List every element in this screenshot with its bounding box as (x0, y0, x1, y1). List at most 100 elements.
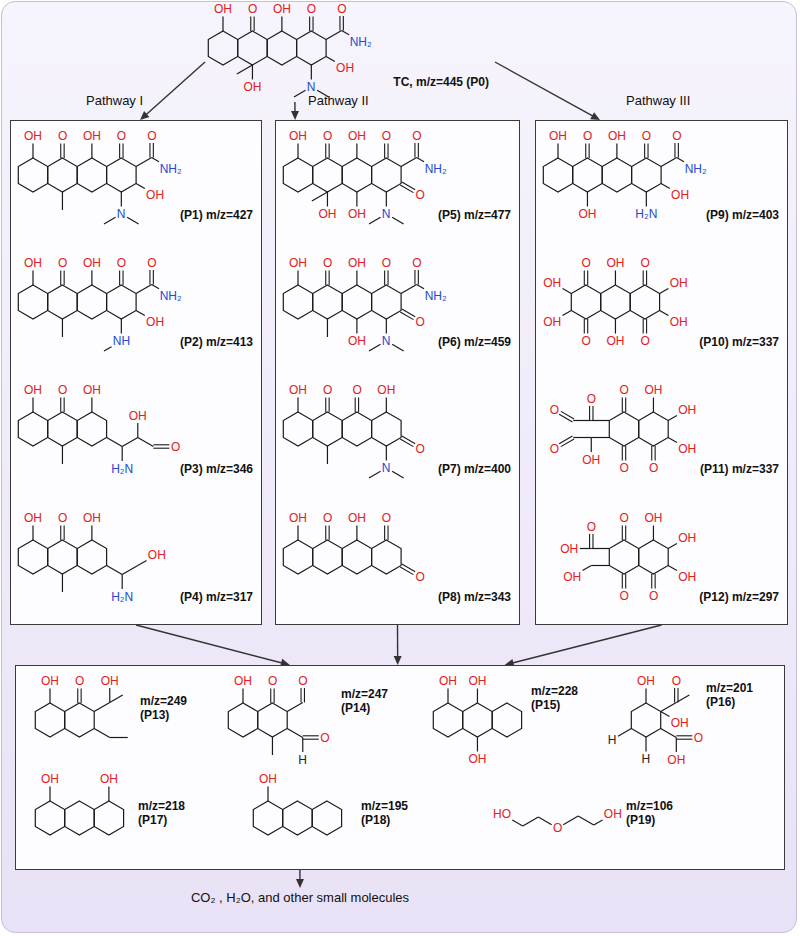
arrow-line (397, 625, 399, 657)
arrow-line (495, 62, 593, 116)
double-bond (646, 319, 647, 334)
double-bond (646, 271, 647, 286)
single-bond (91, 144, 92, 159)
double-bond (153, 448, 169, 449)
single-bond (94, 729, 110, 738)
double-bond (64, 398, 65, 413)
atom-label: O (620, 512, 629, 524)
single-bond (653, 398, 654, 413)
atom-label: N (117, 208, 126, 220)
atom-label: OH (606, 335, 624, 347)
atom-label: OH (234, 675, 252, 687)
double-bond (149, 270, 150, 285)
ring-bond (18, 158, 47, 192)
atom-label: H₂N (111, 591, 133, 603)
single-bond (136, 158, 152, 167)
atom-label: O (58, 384, 67, 396)
compound: (P10) m/z=337OOHOOHOHOOHOHOHO (540, 256, 785, 356)
atom-label: O (117, 257, 126, 269)
double-bond (400, 312, 413, 320)
single-bond (138, 560, 147, 565)
atom-label: O (382, 512, 391, 524)
ring-bond (253, 801, 282, 835)
single-bond (356, 319, 357, 334)
atom-label: OH (678, 443, 696, 455)
double-bond (677, 688, 678, 703)
single-bond (252, 65, 253, 80)
arrow-head (590, 112, 600, 120)
compound: (P9) m/z=403OHOOHOONH₂OHH₂NOH (540, 129, 785, 229)
ring-bond (372, 285, 402, 319)
double-bond (60, 271, 61, 286)
atom-label: O (320, 732, 329, 744)
arrow-line (146, 62, 205, 115)
compound-label: (P11) m/z=337 (700, 463, 779, 477)
atom-label: OH (644, 512, 662, 524)
atom-label: O (352, 384, 361, 396)
ring-bond (463, 703, 493, 737)
single-bond (538, 817, 551, 825)
compound-label: TC, m/z=445 (P0) (393, 76, 489, 90)
atom-label: N (382, 462, 391, 474)
single-bond (127, 217, 139, 224)
single-bond (152, 158, 159, 162)
arrow (394, 625, 402, 665)
single-bond (578, 816, 594, 825)
atom-label: O (323, 384, 332, 396)
compound: (P4) m/z=317OHOOHH₂NOH (15, 511, 259, 611)
single-bond (587, 192, 588, 207)
double-bond (674, 688, 675, 703)
single-bond (32, 271, 33, 286)
single-bond (512, 820, 522, 826)
single-bond (287, 729, 303, 738)
single-bond (91, 526, 92, 541)
single-bond (91, 398, 92, 413)
atom-label: O (620, 590, 629, 602)
arrow (505, 625, 662, 667)
atom-label: NH (113, 335, 130, 347)
atom-label: O (58, 130, 67, 142)
ring-bond (433, 703, 462, 737)
compound-label: m/z=247 (P14) (341, 688, 403, 716)
ring-bond (342, 412, 371, 446)
double-bond (676, 739, 692, 740)
ring-bond (228, 703, 257, 737)
atom-label: OH (678, 532, 696, 544)
atom-label: OH (670, 316, 688, 328)
double-bond (60, 526, 61, 541)
single-bond (677, 158, 684, 162)
atom-label: O (416, 316, 425, 328)
double-bond (622, 446, 623, 461)
atom-label: O (147, 130, 156, 142)
single-bond (356, 271, 357, 286)
double-bond (402, 182, 415, 190)
atom-label: OH (41, 675, 59, 687)
single-bond (477, 689, 478, 704)
atom-label: HO (493, 808, 511, 820)
double-bond (592, 534, 593, 549)
ring-bond (65, 801, 95, 835)
atom-label: O (323, 130, 332, 142)
single-bond (401, 158, 417, 167)
ring-bond (35, 703, 64, 737)
single-bond (91, 271, 92, 286)
ring-bond (342, 158, 371, 192)
atom-label: O (147, 257, 156, 269)
double-bond (644, 144, 645, 159)
single-bond (297, 144, 298, 159)
atom-label: OH (348, 335, 366, 347)
atom-label: OH (214, 3, 232, 15)
atom-label: OH (439, 675, 457, 687)
double-bond (674, 143, 675, 158)
atom-label: OH (563, 571, 581, 583)
atom-label: OH (604, 808, 622, 820)
ring-bond (602, 158, 631, 192)
ring-bond (48, 158, 77, 192)
double-bond (355, 398, 356, 413)
single-bond (417, 158, 424, 162)
single-bond (660, 288, 669, 293)
ring-bond (77, 158, 106, 192)
single-bond (573, 437, 591, 438)
compound-label: (P6) m/z=459 (438, 336, 511, 350)
single-bond (356, 526, 357, 541)
